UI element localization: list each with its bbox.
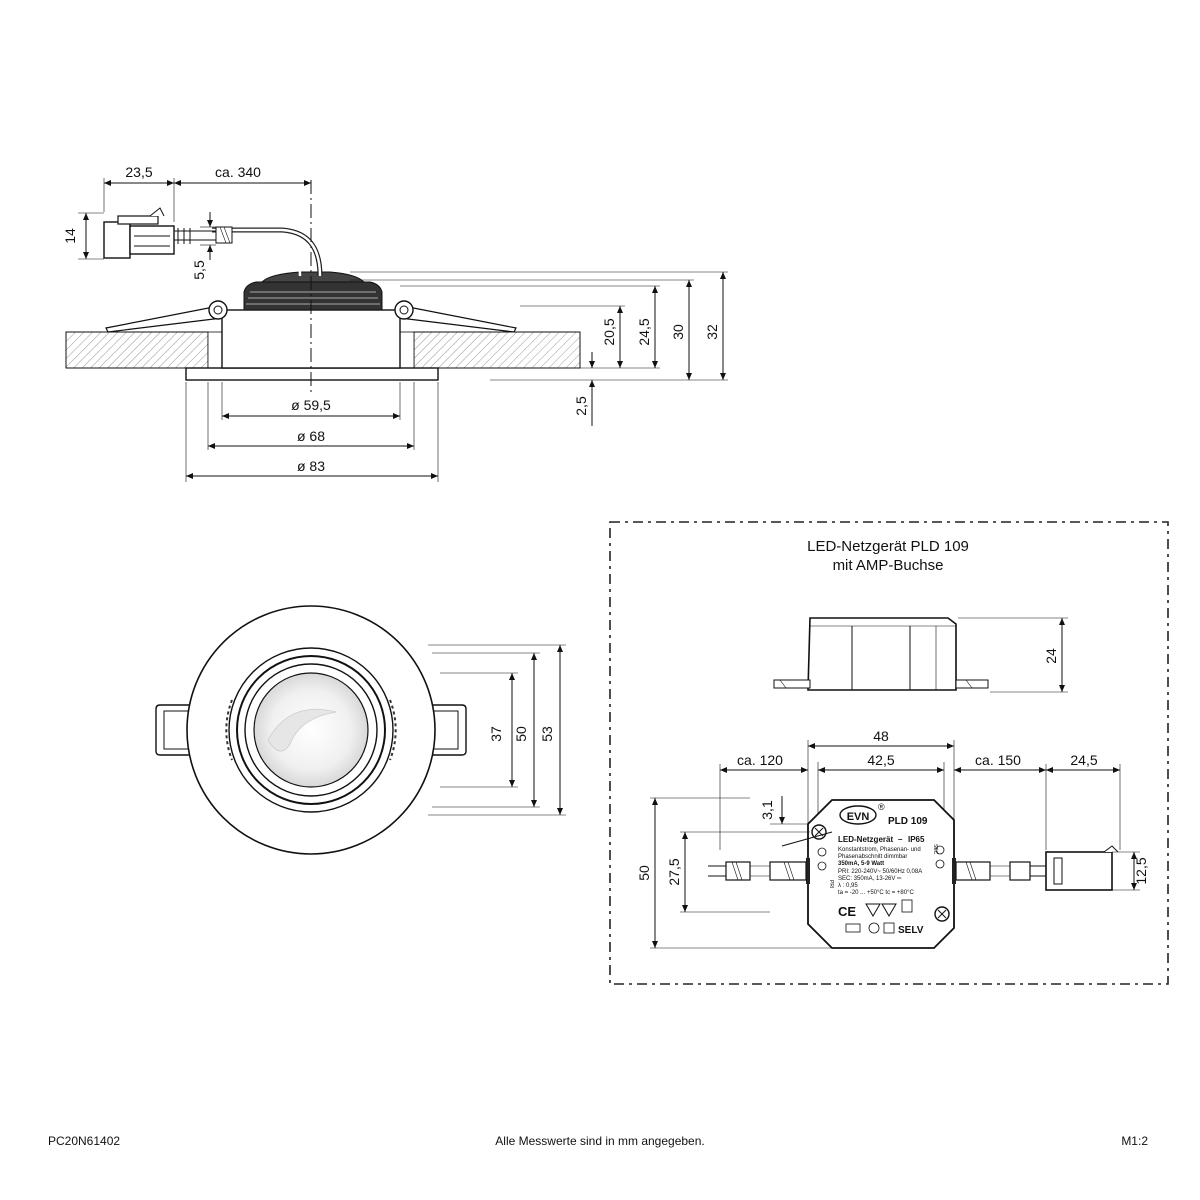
- dim-d-50: 50: [513, 726, 529, 742]
- dim-cable-in: ca. 120: [737, 752, 783, 768]
- dim-d-37: 37: [488, 726, 504, 742]
- amp-connector: [103, 221, 131, 259]
- scale: M1:2: [1121, 1134, 1148, 1148]
- dim-d-cut: ø 59,5: [291, 397, 331, 413]
- psu-panel: LED-Netzgerät PLD 109 mit AMP-Buchse 24: [609, 521, 1169, 985]
- dim-connector-height: 14: [62, 228, 78, 244]
- psu-body: [807, 799, 955, 949]
- dim-d-53: 53: [539, 726, 555, 742]
- ceiling-left: [65, 331, 209, 369]
- top-view: 37 50 53: [155, 605, 566, 855]
- svg-text:EVN: EVN: [847, 811, 870, 823]
- dim-h-30: 30: [670, 324, 686, 340]
- drawing-code: PC20N61402: [48, 1134, 120, 1148]
- svg-text:®: ®: [878, 802, 885, 812]
- psu-title-line1: LED-Netzgerät PLD 109: [807, 538, 969, 555]
- dim-psu-height: 24: [1043, 648, 1059, 664]
- dim-cable-connector-len: 23,5: [125, 164, 152, 180]
- dim-connector-h: 12,5: [1133, 857, 1149, 884]
- dim-cable-len: ca. 340: [215, 164, 261, 180]
- dim-cable-dia: 5,5: [191, 260, 207, 280]
- svg-text:IP65: IP65: [908, 835, 925, 844]
- dim-h-flange: 2,5: [573, 396, 589, 416]
- dim-psu-width-inner: 42,5: [867, 752, 894, 768]
- psu-model: PLD 109: [888, 816, 928, 827]
- dim-h-20-5: 20,5: [601, 318, 617, 345]
- ce-mark: CE: [838, 904, 856, 919]
- dim-psu-depth: 50: [636, 865, 652, 881]
- dim-connector-len: 24,5: [1070, 752, 1097, 768]
- svg-text:350mA, 5-9 Watt: 350mA, 5-9 Watt: [838, 861, 884, 867]
- lens: [253, 672, 369, 788]
- psu-side-view: 24: [773, 617, 1068, 693]
- svg-text:Konstantstrom, Phasenan- und: Konstantstrom, Phasenan- und: [838, 847, 921, 853]
- svg-text:λ : 0,95: λ : 0,95: [838, 883, 858, 889]
- evn-logo: [839, 805, 877, 825]
- svg-text:LED-Netzgerät: LED-Netzgerät: [838, 835, 893, 844]
- heatsink: [243, 281, 383, 311]
- psu-frame: [609, 521, 1169, 985]
- dim-h-24-5: 24,5: [636, 318, 652, 345]
- dim-hole-spacing: 27,5: [666, 858, 682, 885]
- spring-right: [397, 304, 517, 333]
- svg-text:SEC: SEC: [932, 844, 938, 855]
- svg-text:PRI: PRI: [828, 880, 834, 888]
- flange: [185, 367, 439, 381]
- svg-text:–: –: [898, 835, 903, 844]
- psu-title-line2: mit AMP-Buchse: [833, 557, 944, 574]
- units-note: Alle Messwerte sind in mm angegeben.: [495, 1134, 704, 1148]
- dim-cable-out: ca. 150: [975, 752, 1021, 768]
- svg-text:Phasenabschnitt dimmbar: Phasenabschnitt dimmbar: [838, 854, 907, 860]
- ceiling-right: [413, 331, 581, 369]
- spring-left: [105, 304, 225, 333]
- svg-text:PRI: 220-240V~ 50/60Hz 0,08A: PRI: 220-240V~ 50/60Hz 0,08A: [838, 869, 922, 875]
- psu-top-view: 48 42,5 ca. 120 ca. 150 24,5 EVN ® P: [636, 728, 1149, 949]
- dim-psu-width-total: 48: [873, 728, 889, 744]
- selv-mark: SELV: [898, 925, 924, 936]
- dim-d-body: ø 68: [297, 428, 325, 444]
- dim-d-flange: ø 83: [297, 458, 325, 474]
- svg-text:SEC: 350mA, 13-26V ═: SEC: 350mA, 13-26V ═: [838, 876, 902, 882]
- dim-h-32: 32: [704, 324, 720, 340]
- dim-offset: 3,1: [759, 800, 775, 820]
- svg-text:ta = -20 ... +50°C tc = +80°C: ta = -20 ... +50°C tc = +80°C: [838, 890, 915, 896]
- side-view: 23,5 ca. 340 14 5,5 ø 59,5 ø 68 ø 83: [62, 164, 728, 482]
